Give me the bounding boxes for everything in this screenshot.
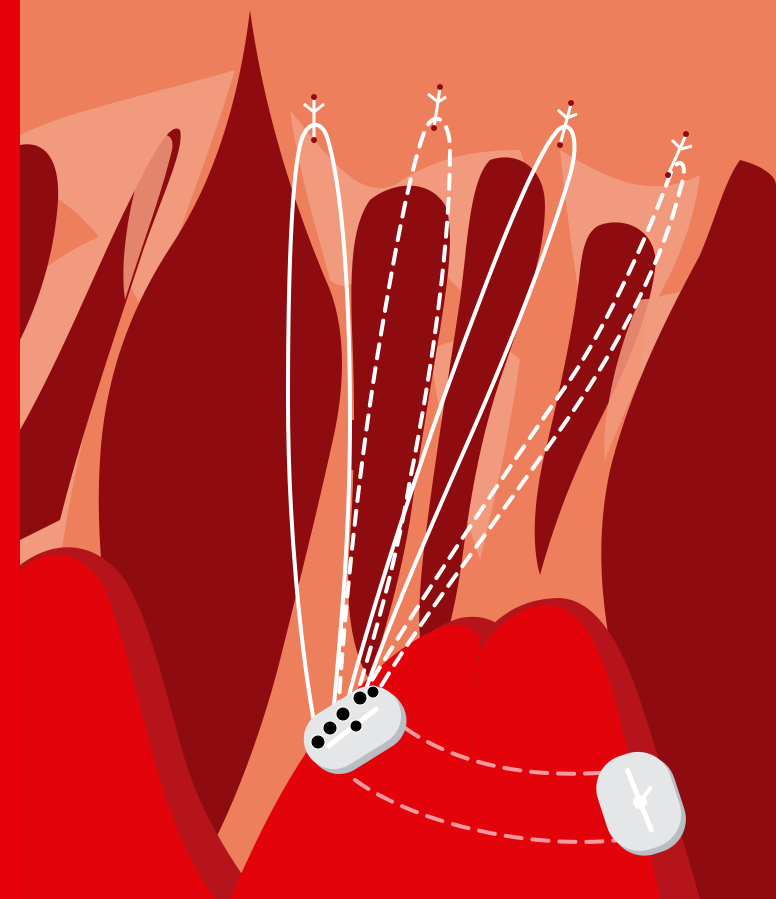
left-edge-bar (0, 0, 20, 899)
anchor-2-tip (437, 84, 443, 90)
anchor-2-knot (431, 125, 437, 131)
anchor-4-knot (665, 172, 671, 178)
anchor-1-knot (311, 137, 317, 143)
knot-3 (336, 707, 350, 721)
anchor-3-knot (557, 142, 563, 148)
knot-4 (350, 720, 362, 732)
anchor-4-tip (683, 131, 689, 137)
anchor-1-tip (311, 94, 317, 100)
chorda-bridge (348, 420, 420, 470)
knot-5 (353, 691, 367, 705)
anchor-3-tip (568, 100, 574, 106)
knot-1 (311, 735, 325, 749)
knot-2 (323, 721, 337, 735)
knot-6 (367, 686, 379, 698)
